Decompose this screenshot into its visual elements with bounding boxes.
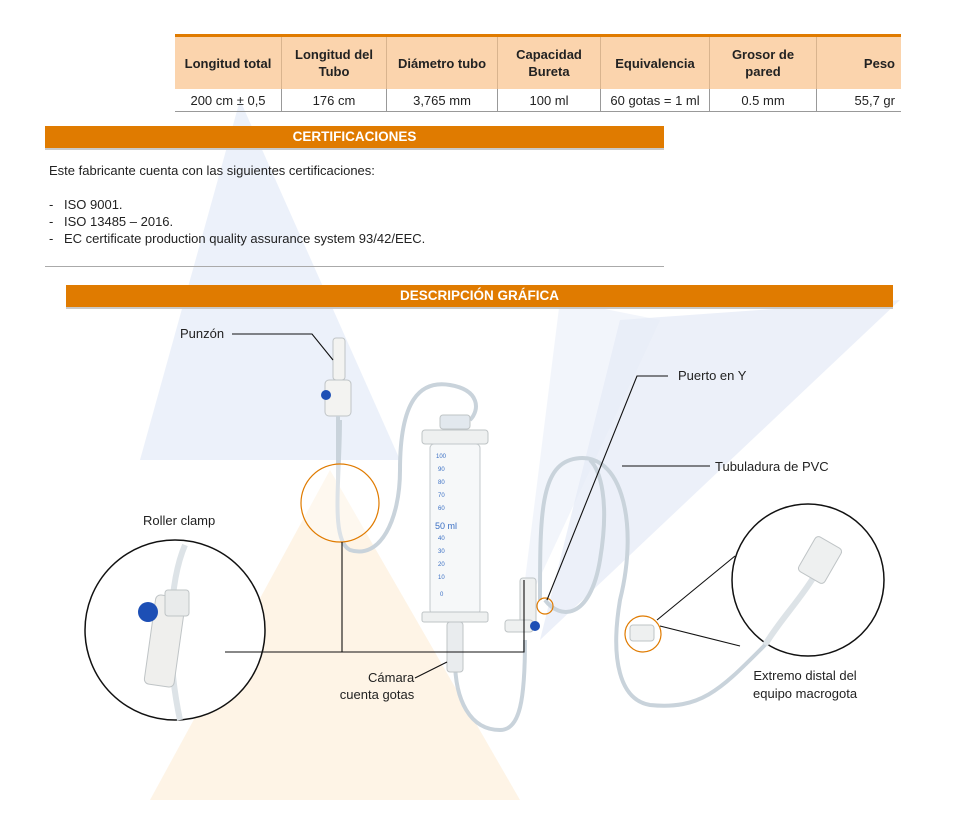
- specs-header-row: Longitud total Longitud del Tubo Diámetr…: [175, 34, 901, 89]
- value-longitud-total: 200 cm ± 0,5: [175, 89, 282, 112]
- header-grosor: Grosor de pared: [709, 34, 817, 89]
- header-equivalencia: Equivalencia: [600, 34, 710, 89]
- scale-tick-label: 90: [438, 467, 445, 473]
- value-capacidad: 100 ml: [497, 89, 601, 112]
- certifications-intro: Este fabricante cuenta con las siguiente…: [49, 163, 375, 178]
- value-grosor: 0.5 mm: [709, 89, 817, 112]
- specs-value-row: 200 cm ± 0,5 176 cm 3,765 mm 100 ml 60 g…: [175, 89, 901, 112]
- label-extremo: Extremo distal del equipo macrogota: [753, 667, 857, 703]
- label-tubuladura: Tubuladura de PVC: [715, 459, 829, 474]
- header-diametro: Diámetro tubo: [386, 34, 498, 89]
- distal-connector: [629, 624, 655, 642]
- magnifier-roller-clamp: [84, 539, 266, 721]
- certifications-title: CERTIFICACIONES: [45, 126, 664, 150]
- label-camara-line2: cuenta gotas: [339, 687, 415, 702]
- certifications-list: ISO 9001. ISO 13485 – 2016. EC certifica…: [49, 196, 425, 247]
- scale-tick-label: 80: [438, 480, 445, 486]
- scale-tick-label: 30: [438, 549, 445, 555]
- label-roller-clamp: Roller clamp: [143, 513, 216, 528]
- pvc-tubing: [335, 382, 812, 733]
- scale-tick-label: 10: [438, 575, 445, 581]
- label-punzon: Punzón: [180, 326, 225, 341]
- value-longitud-tubo: 176 cm: [281, 89, 387, 112]
- spike: [321, 337, 352, 480]
- scale-tick-label: 70: [438, 493, 445, 499]
- callout-circle-distal: [624, 615, 662, 653]
- header-longitud-total: Longitud total: [175, 34, 282, 89]
- cert-item: ISO 13485 – 2016.: [49, 213, 425, 230]
- label-camara: Cámara cuenta gotas: [334, 669, 414, 703]
- scale-tick-label: 40: [438, 536, 445, 542]
- leader-lines: [225, 333, 741, 679]
- burette-scale: 100 90 80 70 60 40 30 20 10 0 50 ml: [435, 454, 457, 598]
- label-extremo-line1: Extremo distal del: [753, 668, 857, 683]
- scale-tick-label: 0: [440, 592, 444, 598]
- value-diametro: 3,765 mm: [386, 89, 498, 112]
- label-camara-line1: Cámara: [368, 670, 415, 685]
- header-longitud-tubo: Longitud del Tubo: [281, 34, 387, 89]
- scale-tick-label: 60: [438, 506, 445, 512]
- section-divider: [45, 266, 664, 267]
- label-puerto-y: Puerto en Y: [678, 368, 747, 383]
- specs-table: Longitud total Longitud del Tubo Diámetr…: [175, 34, 901, 112]
- iv-set-illustration: 100 90 80 70 60 40 30 20 10 0 50 ml: [84, 333, 885, 733]
- burette: 100 90 80 70 60 40 30 20 10 0 50 ml: [421, 414, 489, 673]
- scale-tick-label: 100: [436, 454, 447, 460]
- description-title: DESCRIPCIÓN GRÁFICA: [66, 285, 893, 309]
- roller-clamp: [504, 577, 540, 633]
- scale-tick-label: 20: [438, 562, 445, 568]
- cert-item: ISO 9001.: [49, 196, 425, 213]
- value-equivalencia: 60 gotas = 1 ml: [600, 89, 710, 112]
- callout-circle-spike: [300, 463, 380, 543]
- magnifier-distal-end: [731, 503, 885, 657]
- value-peso: 55,7 gr: [816, 89, 901, 112]
- cert-item: EC certificate production quality assura…: [49, 230, 425, 247]
- label-extremo-line2: equipo macrogota: [753, 686, 858, 701]
- header-capacidad: Capacidad Bureta: [497, 34, 601, 89]
- header-peso: Peso: [816, 34, 901, 89]
- scale-mid-label: 50 ml: [435, 521, 457, 531]
- callout-circle-yport: [536, 597, 554, 615]
